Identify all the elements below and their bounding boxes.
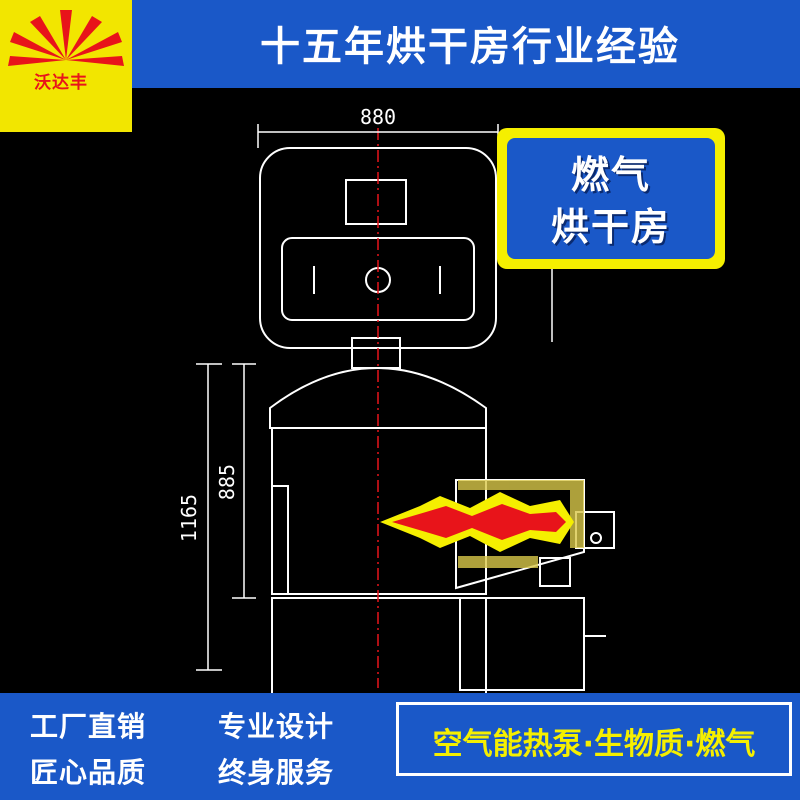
- badge-line-1: 燃气: [570, 153, 651, 197]
- top-view-box: [345, 179, 407, 225]
- dome-top: [269, 367, 487, 429]
- badge-line-2: 烘干房: [550, 205, 671, 249]
- dimension-body-height-label: 885: [215, 464, 239, 500]
- burner-stand: [459, 597, 585, 691]
- dimension-width-label: 880: [360, 105, 396, 129]
- brand-logo: 沃达丰: [0, 0, 132, 132]
- footer-text-lifetime-service: 终身服务: [218, 756, 335, 789]
- footer-text-factory-direct: 工厂直销: [30, 710, 147, 743]
- chimney: [351, 337, 401, 369]
- product-types-text: 空气能热泵·生物质·燃气: [432, 727, 756, 762]
- product-badge: 燃气 烘干房: [497, 128, 725, 269]
- header-bar: 十五年烘干房行业经验: [0, 0, 800, 88]
- dryer-base: [271, 597, 487, 693]
- page-title: 十五年烘干房行业经验: [260, 24, 680, 70]
- sun-burst-icon: [8, 10, 124, 66]
- dryer-technical-drawing: 880 1165 885: [177, 105, 615, 693]
- brand-name: 沃达丰: [34, 73, 88, 93]
- footer-text-professional-design: 专业设计: [218, 710, 335, 743]
- dimension-total-height-label: 1165: [177, 494, 201, 542]
- product-types-box: 空气能热泵·生物质·燃气: [396, 702, 792, 776]
- footer-text-craftsmanship: 匠心品质: [30, 756, 147, 789]
- flame-icon: [380, 492, 574, 552]
